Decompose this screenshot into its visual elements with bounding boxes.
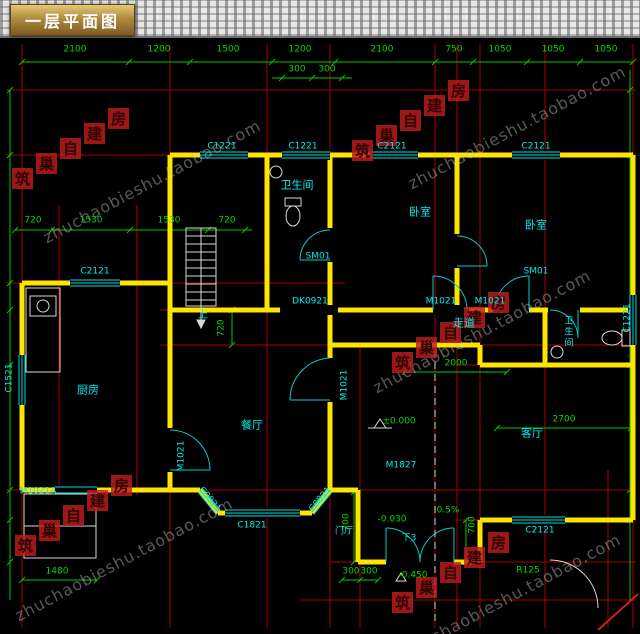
page-title: 一层平面图: [10, 4, 136, 36]
windows-layer: [18, 151, 637, 524]
axis-grid-layer: [6, 44, 636, 628]
fixtures-layer: [23, 165, 631, 609]
